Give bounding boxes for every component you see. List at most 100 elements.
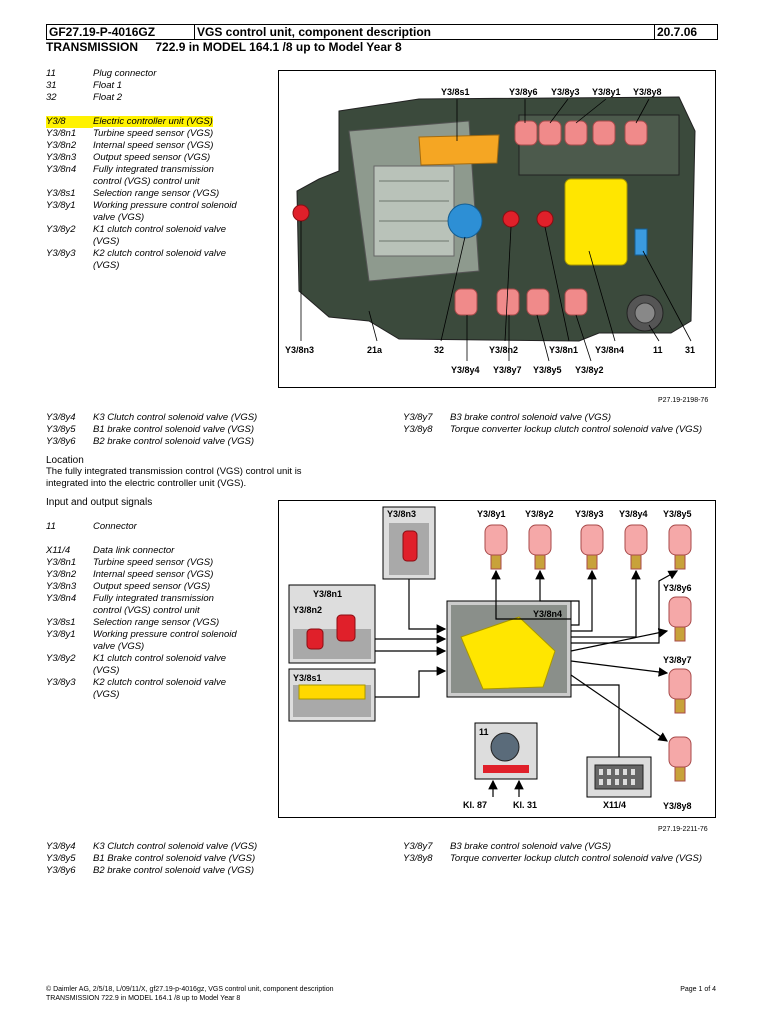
control-unit-illustration: Y3/8s1 Y3/8y6 Y3/8y3 Y3/8y1 Y3/8y8 Y3/8n… (285, 87, 696, 375)
blue-component (634, 228, 648, 256)
output-speed-sensor (292, 204, 310, 222)
label-y3-8y7: Y3/8y7 (493, 365, 522, 375)
label-y3-8y3: Y3/8y3 (575, 509, 604, 519)
document-header: GF27.19-P-4016GZ VGS control unit, compo… (46, 24, 718, 40)
label-y3-8y2: Y3/8y2 (575, 365, 604, 375)
location-heading: Location (46, 455, 84, 466)
solenoids-bottom (454, 288, 588, 316)
control-unit-yellow (564, 178, 628, 266)
footer-applicability: TRANSMISSION 722.9 in MODEL 164.1 /8 up … (46, 995, 241, 1002)
label-y3-8y4: Y3/8y4 (619, 509, 648, 519)
figure-input-output-signals: Y3/8n3 Y3/8n1 Y3/8n2 Y3/8s1 Y3/8n4 11 X1… (278, 500, 716, 818)
label-y3-8n3: Y3/8n3 (285, 345, 314, 355)
leader-lines (300, 98, 692, 362)
label-y3-8y6: Y3/8y6 (663, 583, 692, 593)
control-unit-yellow (460, 616, 556, 690)
valve-block (373, 165, 455, 257)
label-32: 32 (434, 345, 444, 355)
label-11: 11 (479, 727, 489, 737)
location-text: The fully integrated transmission contro… (46, 466, 302, 489)
label-y3-8n4: Y3/8n4 (595, 345, 624, 355)
label-kl87: Kl. 87 (463, 800, 487, 810)
page-number: Page 1 of 4 (680, 986, 716, 993)
red-sensor-b (536, 210, 554, 228)
label-y3-8y1: Y3/8y1 (592, 87, 621, 97)
label-y3-8s1: Y3/8s1 (441, 87, 470, 97)
label-y3-8n1: Y3/8n1 (549, 345, 578, 355)
label-y3-8y5: Y3/8y5 (663, 509, 692, 519)
doc-id: GF27.19-P-4016GZ (47, 25, 195, 39)
label-31: 31 (685, 345, 695, 355)
solenoid-valves (484, 524, 692, 782)
label-y3-8y2: Y3/8y2 (525, 509, 554, 519)
doc-subheader: TRANSMISSION 722.9 in MODEL 164.1 /8 up … (46, 40, 416, 54)
data-link-line (571, 684, 620, 757)
label-11: 11 (653, 345, 663, 355)
label-y3-8y1: Y3/8y1 (477, 509, 506, 519)
label-y3-8n3: Y3/8n3 (387, 509, 416, 519)
label-21a: 21a (367, 345, 383, 355)
label-x11-4: X11/4 (603, 800, 626, 810)
label-y3-8y8: Y3/8y8 (633, 87, 662, 97)
label-y3-8s1: Y3/8s1 (293, 673, 322, 683)
red-sensor-a (502, 210, 520, 228)
footer-copyright: © Daimler AG, 2/5/18, L/09/11/X, gf27.19… (46, 986, 334, 993)
signal-arrows (375, 569, 679, 742)
label-y3-8n2: Y3/8n2 (293, 605, 322, 615)
label-y3-8y7: Y3/8y7 (663, 655, 692, 665)
section-name: TRANSMISSION (46, 40, 139, 54)
label-y3-8y4: Y3/8y4 (451, 365, 480, 375)
figure1-reference: P27.19-2198-76 (658, 397, 709, 404)
io-heading: Input and output signals (46, 497, 153, 508)
label-y3-8n1: Y3/8n1 (313, 589, 342, 599)
label-y3-8n2: Y3/8n2 (489, 345, 518, 355)
label-y3-8y3: Y3/8y3 (551, 87, 580, 97)
figure2-reference: P27.19-2211-76 (658, 826, 708, 833)
applicability: 722.9 in MODEL 164.1 /8 up to Model Year… (155, 40, 402, 54)
label-y3-8y5: Y3/8y5 (533, 365, 562, 375)
solenoids-top (514, 120, 648, 146)
label-y3-8n4: Y3/8n4 (533, 609, 562, 619)
selection-range-sensor (418, 134, 500, 166)
doc-title: VGS control unit, component description (195, 25, 655, 39)
figure-control-unit-components: Y3/8s1 Y3/8y6 Y3/8y3 Y3/8y1 Y3/8y8 Y3/8n… (278, 70, 716, 388)
doc-date: 20.7.06 (657, 25, 698, 39)
